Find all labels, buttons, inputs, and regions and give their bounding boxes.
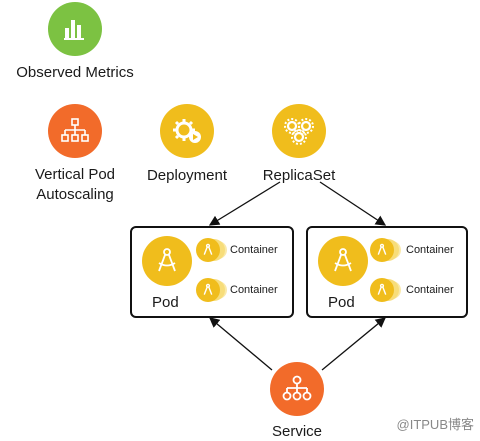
service-network-icon [282,375,312,401]
replicaset-label: ReplicaSet [262,167,336,184]
pod-left-icon [142,236,192,286]
container-right-1-icon [370,238,394,262]
pod-compass-icon [158,248,176,272]
container-left-2-label: Container [230,284,278,296]
watermark: @ITPUB博客 [396,417,474,432]
bar-chart-icon [64,20,84,40]
deployment-icon [160,104,214,158]
pod-right-label: Pod [328,294,355,311]
hierarchy-icon [61,118,89,142]
gears-icon [284,118,314,145]
service-label: Service [271,423,323,440]
container-right-2-icon [370,278,394,302]
arrow-service-to-pod-right [321,317,387,371]
container-compass-icon [203,243,213,255]
gear-play-icon [173,119,201,143]
service-icon [270,362,324,416]
container-right-1-label: Container [406,244,454,256]
container-compass-icon [203,283,213,295]
observed-metrics-label: Observed Metrics [16,64,134,81]
container-left-2-icon [196,278,220,302]
arrow-replicaset-to-pod-right [319,181,387,226]
vpa-icon [48,104,102,158]
pod-compass-icon [334,248,352,272]
container-right-2-label: Container [406,284,454,296]
container-left-1-icon [196,238,220,262]
vpa-label-line1: Vertical Pod [34,166,116,183]
container-compass-icon [377,283,387,295]
container-left-1-label: Container [230,244,278,256]
pod-left-label: Pod [152,294,179,311]
arrow-service-to-pod-left [209,317,273,371]
vpa-label-line2: Autoscaling [36,186,114,203]
container-compass-icon [377,243,387,255]
deployment-label: Deployment [146,167,228,184]
observed-metrics-icon [48,2,102,56]
arrow-replicaset-to-pod-left [208,181,281,226]
pod-right-icon [318,236,368,286]
replicaset-icon [272,104,326,158]
